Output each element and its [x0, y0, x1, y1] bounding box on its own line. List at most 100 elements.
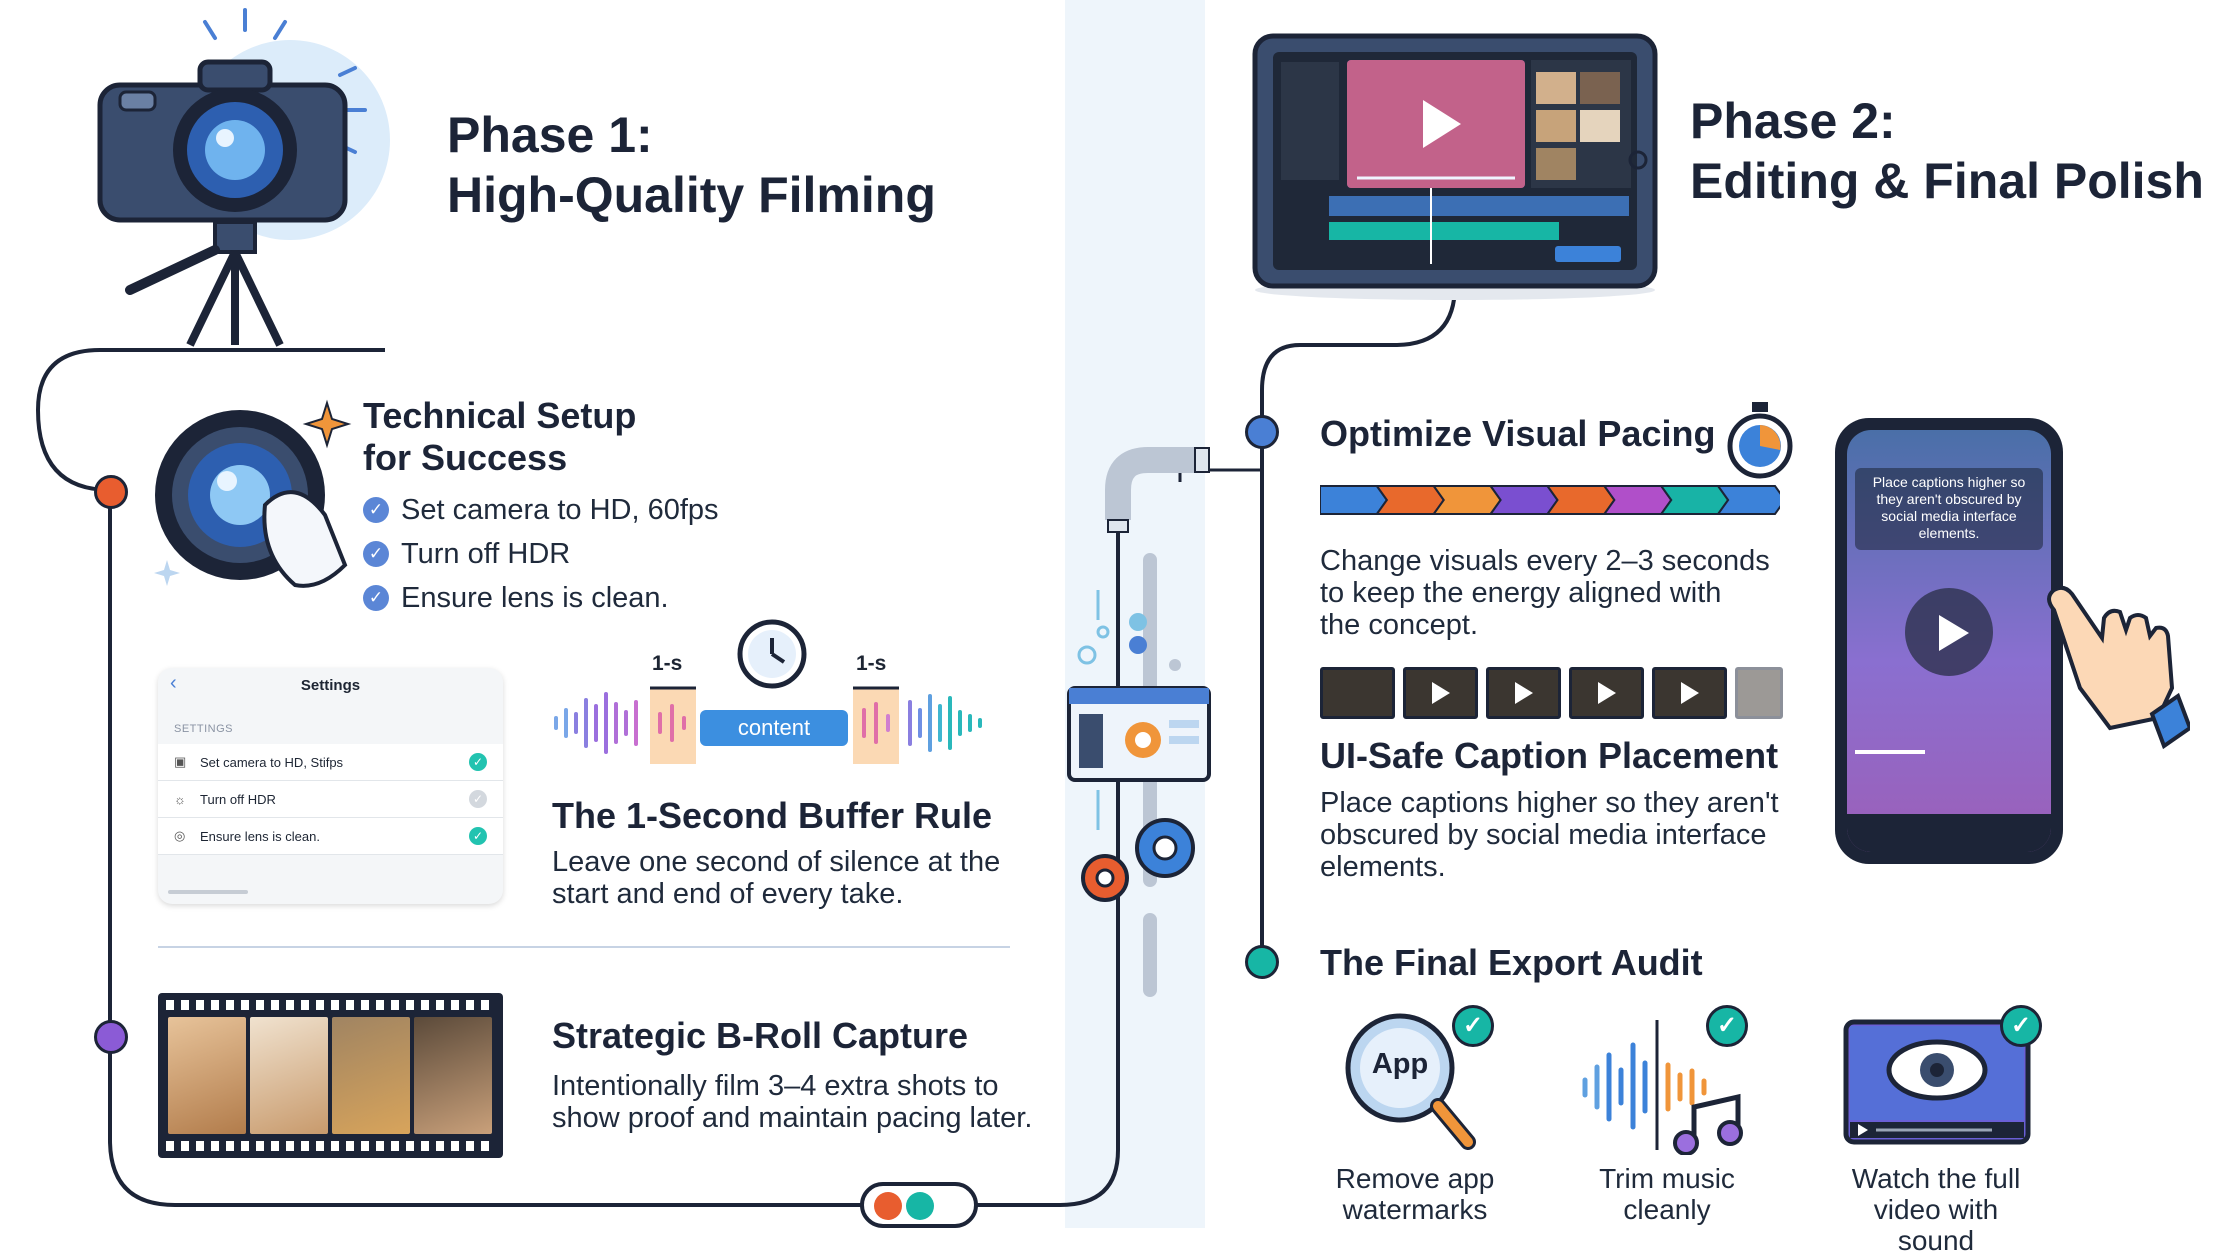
- video-thumbnail: [1652, 667, 1727, 719]
- pacing-body: Change visuals every 2–3 seconds to keep…: [1320, 545, 1770, 641]
- phone-mockup: Place captions higher so they aren't obs…: [1835, 418, 2063, 864]
- audit-check-icon: ✓: [1706, 1005, 1748, 1047]
- caption-body-line3: elements.: [1320, 851, 1446, 883]
- setup-item-label: Ensure lens is clean.: [401, 582, 669, 614]
- settings-row-label: Set camera to HD, Stifps: [200, 754, 344, 770]
- setup-title-line1: Technical Setup: [363, 395, 637, 436]
- setup-item-label: Turn off HDR: [401, 538, 571, 570]
- pacing-segment: [1716, 485, 1787, 515]
- setup-checklist: ✓ Set camera to HD, 60fps ✓ Turn off HDR ✓…: [363, 488, 719, 620]
- audit-item-line1: Trim music: [1599, 1163, 1735, 1194]
- progress-line: [1855, 750, 1925, 754]
- phase2-title-line1: Phase 2:: [1690, 93, 1896, 149]
- pacing-segment: [1659, 485, 1730, 515]
- pacing-body-line1: Change visuals every 2–3 seconds: [1320, 545, 1770, 577]
- pacing-bar-svg: [1319, 485, 1787, 515]
- path-node-teal: [1245, 945, 1279, 979]
- buffer-body-line1: Leave one second of silence at the: [552, 846, 1001, 878]
- audit-item-label: Watch the full video with sound: [1836, 1163, 2036, 1256]
- check-toggle-on[interactable]: ✓: [469, 827, 487, 845]
- toggle-pill: [860, 1182, 978, 1228]
- buffer-body-line2: start and end of every take.: [552, 878, 904, 910]
- check-toggle-off[interactable]: ✓: [469, 790, 487, 808]
- workflow-gears-icon: [1067, 613, 1211, 902]
- buffer-content-label: content: [737, 715, 811, 740]
- section-divider: [158, 946, 1010, 948]
- caption-body-line1: Place captions higher so they aren't: [1320, 787, 1779, 819]
- buffer-body: Leave one second of silence at the start…: [552, 846, 1000, 910]
- trim-audio-icon: [1582, 1020, 1743, 1155]
- pacing-segment: [1319, 485, 1389, 515]
- settings-row-label: Ensure lens is clean.: [200, 828, 320, 844]
- magnifier-icon: [1345, 1013, 1476, 1150]
- caption-title: UI-Safe Caption Placement: [1320, 735, 1779, 776]
- lens-cleaning-icon: [154, 399, 352, 588]
- broll-body-line2: show proof and maintain pacing later.: [552, 1102, 1033, 1134]
- phase1-title-line2: High-Quality Filming: [447, 167, 936, 223]
- tripod-camera-icon: [97, 8, 390, 347]
- phone-caption: Place captions higher so they aren't obs…: [1872, 474, 2026, 541]
- settings-row[interactable]: ▣ Set camera to HD, Stifps ✓: [158, 744, 503, 781]
- setup-item: ✓ Turn off HDR: [363, 532, 719, 576]
- buffer-title: The 1-Second Buffer Rule: [552, 795, 993, 836]
- caption-body: Place captions higher so they aren't obs…: [1320, 787, 1779, 883]
- audit-item-line1: Remove app: [1335, 1163, 1495, 1194]
- pacing-body-line3: the concept.: [1320, 609, 1478, 641]
- phase2-title-line2: Editing & Final Polish: [1690, 153, 2204, 209]
- settings-row[interactable]: ☼ Turn off HDR ✓: [158, 781, 503, 818]
- pacing-bar: [1319, 484, 1787, 516]
- pointing-hand-icon: [2047, 585, 2190, 750]
- audit-item-line2: cleanly: [1623, 1194, 1711, 1225]
- phase1-title: Phase 1: High-Quality Filming: [447, 105, 936, 225]
- path-node-blue: [1245, 415, 1279, 449]
- stopwatch-icon: [1727, 402, 1793, 479]
- audio-buffer-graphic: [554, 619, 982, 764]
- caption-body-line2: obscured by social media interface: [1320, 819, 1767, 851]
- check-toggle-on[interactable]: ✓: [469, 753, 487, 771]
- audit-item-label: Remove app watermarks: [1315, 1163, 1515, 1225]
- tablet-editor-icon: [1252, 33, 1658, 300]
- audit-title: The Final Export Audit: [1320, 942, 1703, 983]
- lens-icon: ◎: [174, 828, 186, 843]
- watch-video-icon: [1843, 1019, 2031, 1145]
- broll-title: Strategic B-Roll Capture: [552, 1015, 969, 1056]
- check-icon: ✓: [363, 541, 389, 567]
- pacing-body-line2: to keep the energy aligned with: [1320, 577, 1722, 609]
- process-path: [35, 284, 1457, 1207]
- settings-row-label: Turn off HDR: [200, 791, 276, 807]
- settings-title: Settings: [300, 677, 361, 694]
- video-thumbnail: [1569, 667, 1644, 719]
- pacing-segment: [1431, 485, 1502, 515]
- broll-body-line1: Intentionally film 3–4 extra shots to: [552, 1070, 999, 1102]
- audit-item-line2: watermarks: [1342, 1194, 1488, 1225]
- audit-check-icon: ✓: [1452, 1005, 1494, 1047]
- path-node-orange: [94, 475, 128, 509]
- check-icon: ✓: [363, 497, 389, 523]
- pacing-title: Optimize Visual Pacing: [1320, 413, 1716, 454]
- back-chevron-icon[interactable]: ‹: [170, 672, 177, 694]
- check-icon: ✓: [363, 585, 389, 611]
- settings-row[interactable]: ◎ Ensure lens is clean. ✓: [158, 818, 503, 855]
- setup-item: ✓ Ensure lens is clean.: [363, 576, 719, 620]
- setup-item: ✓ Set camera to HD, 60fps: [363, 488, 719, 532]
- app-badge-label: App: [1371, 1048, 1429, 1080]
- sun-icon: ☼: [174, 791, 186, 807]
- audit-check-icon: ✓: [2000, 1005, 2042, 1047]
- pacing-segment: [1374, 485, 1445, 515]
- settings-panel: ‹ Settings SETTINGS ▣ Set camera to HD, S…: [158, 668, 503, 904]
- setup-title-line2: for Success: [363, 437, 568, 478]
- path-node-purple: [94, 1020, 128, 1054]
- video-thumbnail: [1735, 667, 1783, 719]
- buffer-right-label: 1-s: [856, 652, 887, 675]
- setup-title: Technical Setup for Success: [363, 395, 636, 479]
- settings-section-label: SETTINGS: [174, 723, 234, 735]
- audit-item-line2: video with sound: [1873, 1194, 1999, 1256]
- camera-icon: ▣: [174, 754, 187, 769]
- setup-item-label: Set camera to HD, 60fps: [401, 494, 719, 526]
- home-indicator: [168, 890, 248, 894]
- film-strip-icon: [158, 993, 503, 1158]
- audit-item-line1: Watch the full: [1851, 1163, 2021, 1194]
- buffer-left-label: 1-s: [652, 652, 683, 675]
- pacing-segment: [1602, 485, 1673, 515]
- pacing-segment: [1545, 485, 1616, 515]
